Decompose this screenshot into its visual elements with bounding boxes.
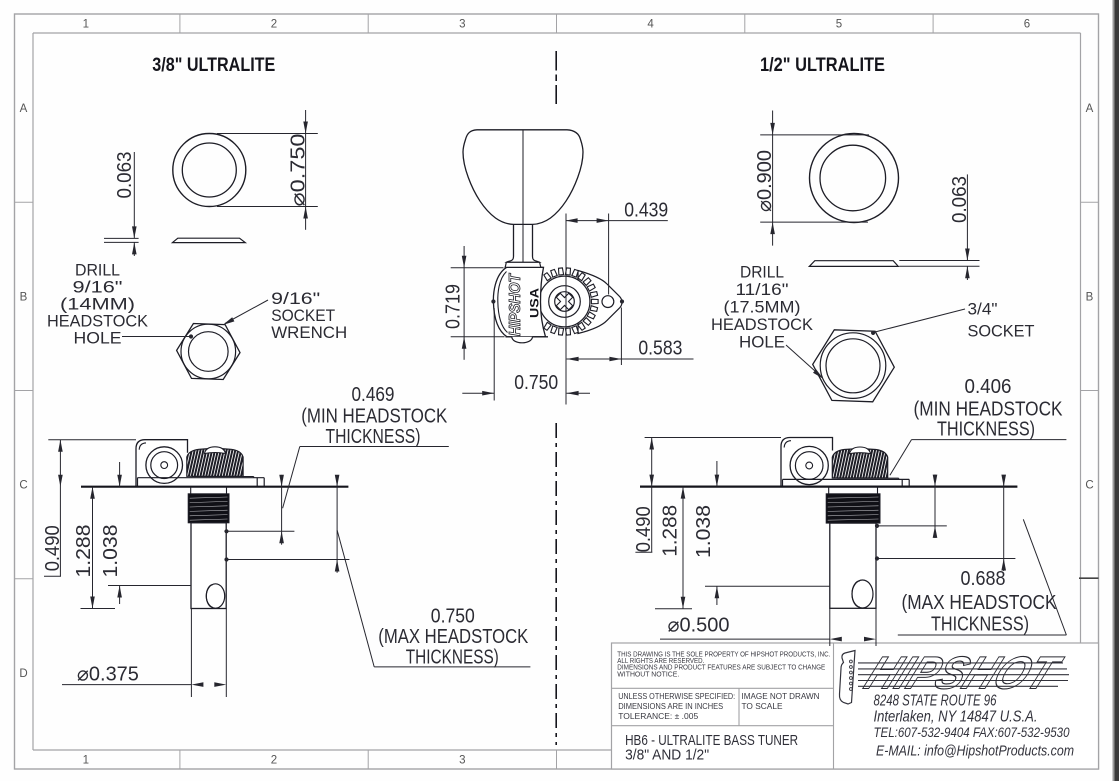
svg-text:0.439: 0.439 (624, 199, 668, 221)
svg-text:THICKNESS): THICKNESS) (937, 419, 1035, 441)
svg-text:C: C (19, 480, 27, 492)
svg-text:HIPSHOT: HIPSHOT (857, 647, 1069, 699)
svg-text:(17.5MM): (17.5MM) (724, 298, 801, 317)
svg-text:WITHOUT NOTICE.: WITHOUT NOTICE. (617, 671, 679, 678)
svg-text:DIMENSIONS ARE IN INCHES: DIMENSIONS ARE IN INCHES (618, 701, 723, 711)
svg-text:8248 STATE ROUTE 96: 8248 STATE ROUTE 96 (874, 693, 997, 710)
svg-text:1: 1 (83, 19, 89, 31)
svg-text:3/4": 3/4" (968, 300, 998, 319)
svg-text:3/8" AND 1/2": 3/8" AND 1/2" (625, 747, 709, 764)
svg-text:HOLE: HOLE (739, 333, 785, 352)
svg-text:THICKNESS): THICKNESS) (931, 614, 1029, 636)
svg-text:0.406: 0.406 (965, 376, 1012, 398)
svg-text:1: 1 (83, 755, 89, 767)
svg-text:1.288: 1.288 (660, 505, 682, 557)
svg-text:(MAX HEADSTOCK: (MAX HEADSTOCK (902, 592, 1058, 614)
svg-text:HEADSTOCK: HEADSTOCK (711, 315, 814, 334)
svg-text:1.038: 1.038 (100, 525, 122, 578)
svg-text:0.719: 0.719 (443, 284, 465, 329)
svg-text:0.750: 0.750 (431, 606, 475, 628)
svg-text:HEADSTOCK: HEADSTOCK (47, 312, 149, 331)
svg-text:A: A (1086, 103, 1094, 115)
svg-text:4: 4 (647, 19, 654, 31)
svg-text:6: 6 (1024, 19, 1030, 31)
svg-text:SOCKET: SOCKET (271, 306, 335, 325)
svg-text:0.688: 0.688 (961, 568, 1006, 590)
svg-text:ALL RIGHTS ARE RESERVED.: ALL RIGHTS ARE RESERVED. (617, 658, 704, 665)
svg-text:A: A (20, 103, 28, 115)
svg-text:Interlaken, NY 14847 U.S.A.: Interlaken, NY 14847 U.S.A. (874, 709, 1038, 726)
svg-text:WRENCH: WRENCH (271, 323, 347, 342)
svg-text:9/16": 9/16" (271, 289, 320, 308)
svg-text:11/16": 11/16" (736, 280, 789, 299)
svg-text:HIPSHOT: HIPSHOT (507, 273, 524, 336)
svg-text:⌀0.750: ⌀0.750 (288, 134, 310, 207)
svg-text:(MAX HEADSTOCK: (MAX HEADSTOCK (378, 626, 529, 648)
svg-text:B: B (20, 291, 28, 303)
svg-text:(MIN HEADSTOCK: (MIN HEADSTOCK (301, 406, 448, 428)
svg-text:0.490: 0.490 (42, 525, 64, 571)
svg-text:B: B (1086, 291, 1094, 303)
svg-text:1.288: 1.288 (73, 525, 95, 578)
svg-text:9/16": 9/16" (73, 278, 123, 297)
svg-text:DIMENSIONS AND PRODUCT FEATURE: DIMENSIONS AND PRODUCT FEATURES ARE SUBJ… (617, 665, 825, 672)
svg-text:TO SCALE: TO SCALE (742, 701, 783, 711)
svg-text:(14MM): (14MM) (60, 295, 135, 314)
svg-text:3/8" ULTRALITE: 3/8" ULTRALITE (152, 54, 275, 76)
svg-text:THIS DRAWING IS THE SOLE PROPE: THIS DRAWING IS THE SOLE PROPERTY OF HIP… (617, 652, 830, 659)
svg-text:5: 5 (836, 19, 842, 31)
svg-text:THICKNESS): THICKNESS) (326, 426, 421, 448)
svg-text:1.038: 1.038 (693, 505, 715, 558)
svg-text:0.490: 0.490 (633, 506, 655, 552)
svg-text:D: D (19, 668, 27, 680)
svg-text:TOLERANCE: ± .005: TOLERANCE: ± .005 (618, 711, 698, 721)
svg-text:⌀0.500: ⌀0.500 (668, 615, 730, 637)
svg-text:DRILL: DRILL (75, 261, 120, 280)
svg-text:DRILL: DRILL (740, 263, 784, 282)
svg-text:(MIN HEADSTOCK: (MIN HEADSTOCK (914, 399, 1064, 421)
svg-text:C: C (1085, 480, 1093, 492)
svg-text:0.469: 0.469 (352, 384, 395, 406)
svg-text:1/2" ULTRALITE: 1/2" ULTRALITE (760, 54, 885, 76)
svg-text:E-MAIL: info@HipshotProducts.c: E-MAIL: info@HipshotProducts.com (876, 744, 1074, 760)
svg-text:0.063: 0.063 (114, 152, 136, 199)
svg-text:⌀0.900: ⌀0.900 (754, 150, 776, 212)
svg-text:SOCKET: SOCKET (968, 322, 1035, 341)
svg-text:IMAGE NOT DRAWN: IMAGE NOT DRAWN (742, 691, 820, 701)
svg-text:TEL:607-532-9404 FAX:607-532-9: TEL:607-532-9404 FAX:607-532-9530 (874, 724, 1070, 740)
svg-text:3: 3 (459, 755, 465, 767)
svg-text:HOLE: HOLE (74, 329, 122, 348)
svg-text:2: 2 (271, 755, 277, 767)
svg-text:0.750: 0.750 (514, 372, 558, 394)
svg-text:HB6 - ULTRALITE BASS TUNER: HB6 - ULTRALITE BASS TUNER (625, 732, 798, 749)
svg-text:THICKNESS): THICKNESS) (406, 647, 499, 669)
svg-text:UNLESS OTHERWISE SPECIFIED:: UNLESS OTHERWISE SPECIFIED: (618, 691, 735, 701)
svg-text:3: 3 (459, 19, 465, 31)
svg-text:2: 2 (271, 19, 277, 31)
svg-text:0.063: 0.063 (949, 176, 971, 223)
svg-text:0.583: 0.583 (638, 338, 682, 360)
svg-text:⌀0.375: ⌀0.375 (77, 663, 139, 685)
svg-text:USA: USA (530, 288, 542, 318)
